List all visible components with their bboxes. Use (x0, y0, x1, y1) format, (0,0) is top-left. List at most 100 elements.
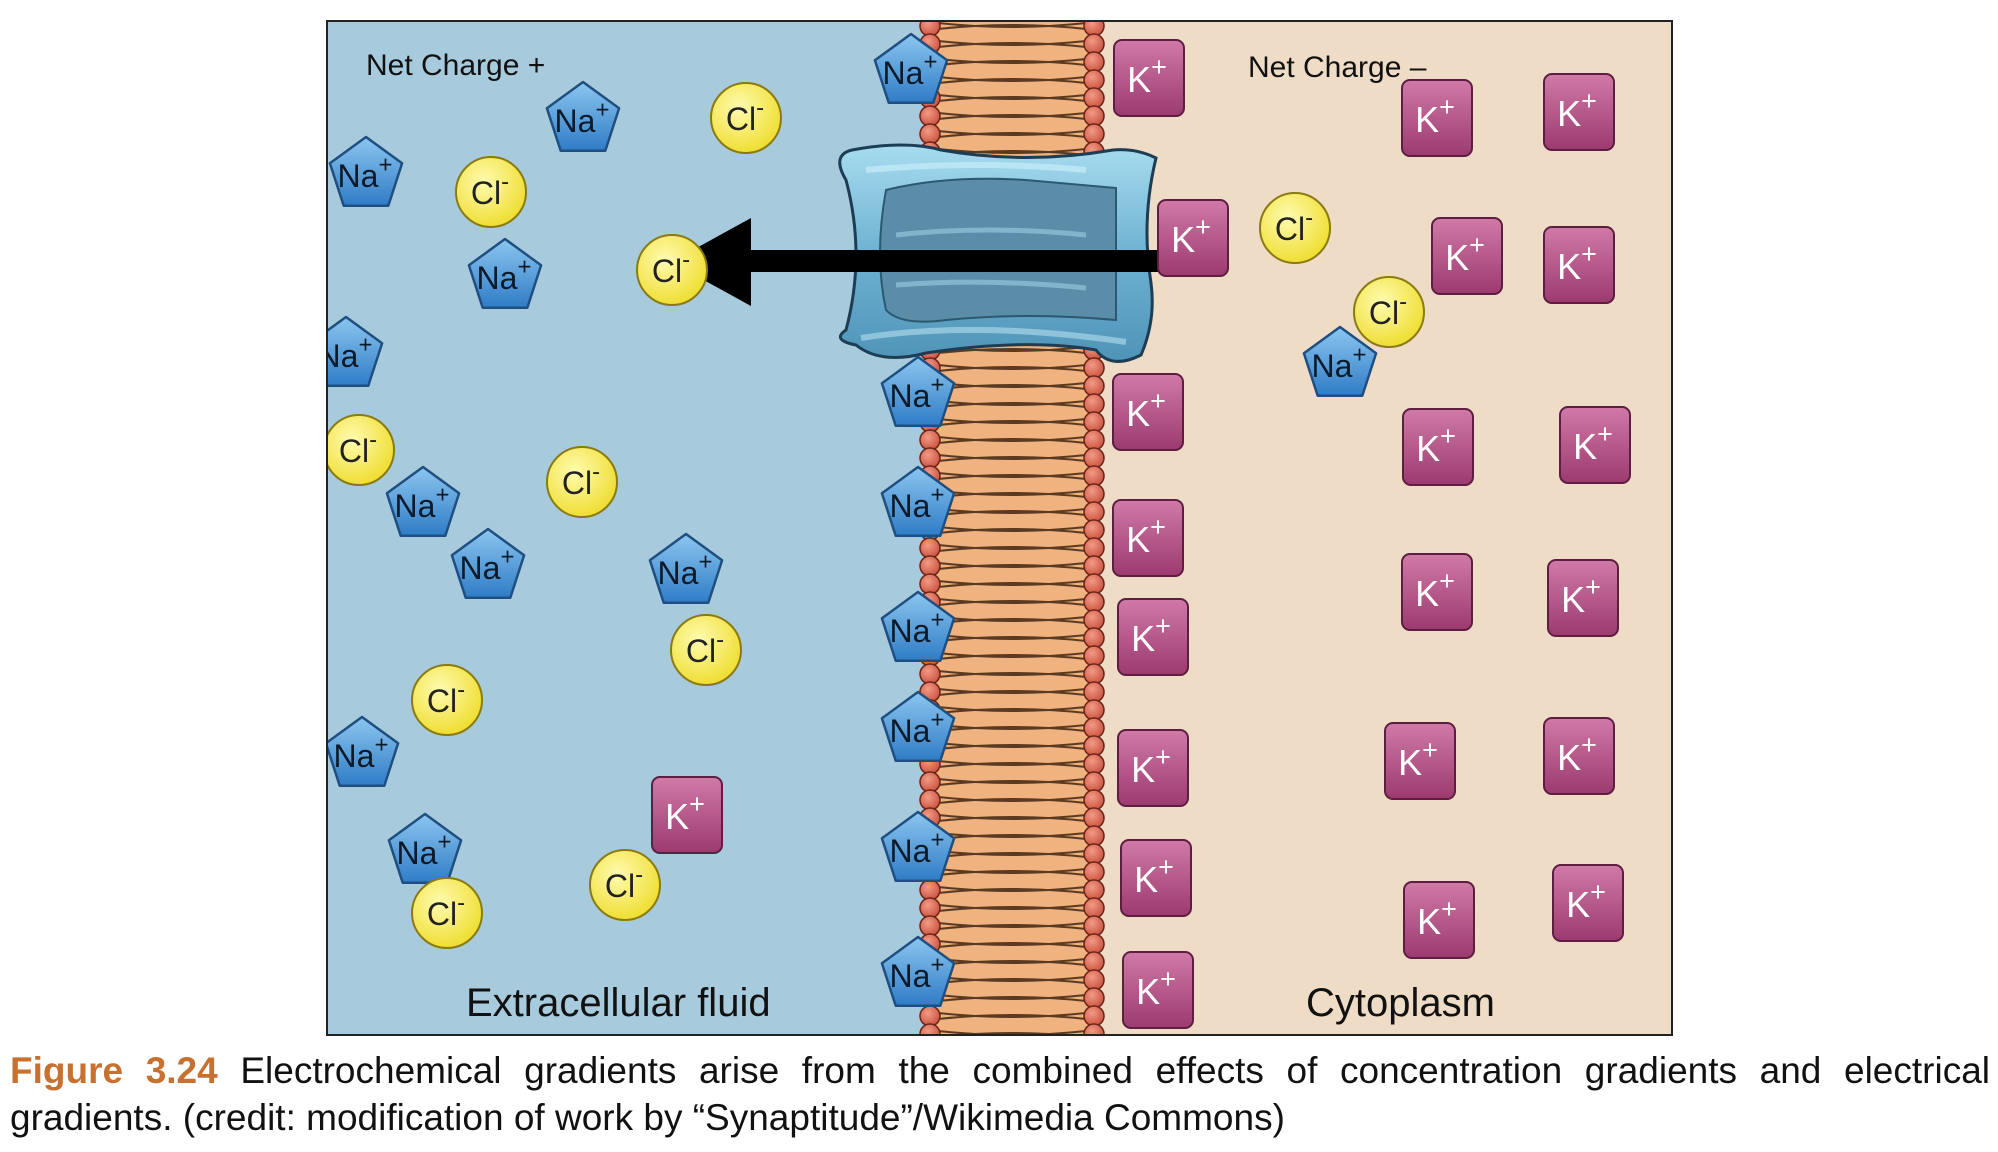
net-charge-positive-label: Net Charge + (366, 49, 545, 82)
phospholipid-head (919, 879, 941, 901)
potassium-ion-icon: K+ (1112, 373, 1184, 451)
phospholipid-head (1083, 411, 1105, 433)
phospholipid-head (1083, 393, 1105, 415)
phospholipid-head (1083, 357, 1105, 379)
sodium-ion-icon: Na+ (648, 532, 724, 604)
phospholipid-head (1083, 447, 1105, 469)
potassium-ion-icon: K+ (1122, 951, 1194, 1029)
svg-text:K+: K+ (1557, 86, 1597, 134)
svg-text:Na+: Na+ (658, 549, 713, 591)
phospholipid-head (919, 555, 941, 577)
svg-text:Na+: Na+ (890, 952, 945, 994)
phospholipid-head (1083, 807, 1105, 829)
svg-text:K+: K+ (1127, 52, 1167, 100)
phospholipid-head (1083, 573, 1105, 595)
sodium-ion-icon: Na+ (326, 315, 384, 387)
phospholipid-head (1083, 465, 1105, 487)
potassium-ion-icon: K+ (651, 776, 723, 854)
sodium-ion-icon: Na+ (873, 32, 949, 104)
svg-text:Cl-: Cl- (605, 862, 643, 904)
svg-text:Na+: Na+ (397, 829, 452, 871)
sodium-ion-icon: Na+ (328, 135, 404, 207)
svg-text:K+: K+ (1557, 239, 1597, 287)
phospholipid-head (919, 429, 941, 451)
phospholipid-head (1083, 825, 1105, 847)
phospholipid-head (919, 771, 941, 793)
potassium-ion-icon: K+ (1547, 559, 1619, 637)
sodium-ion-icon: Na+ (450, 527, 526, 599)
chloride-ion-icon: Cl- (411, 877, 483, 949)
phospholipid-head (919, 897, 941, 919)
phospholipid-head (919, 789, 941, 811)
svg-text:Cl-: Cl- (427, 890, 465, 932)
svg-text:K+: K+ (1557, 730, 1597, 778)
svg-text:Na+: Na+ (890, 482, 945, 524)
phospholipid-head (1083, 699, 1105, 721)
phospholipid-head (1083, 591, 1105, 613)
svg-text:Na+: Na+ (890, 372, 945, 414)
potassium-ion-icon: K+ (1120, 839, 1192, 917)
svg-text:Na+: Na+ (326, 332, 372, 374)
potassium-ion-icon: K+ (1431, 217, 1503, 295)
phospholipid-head (1083, 915, 1105, 937)
svg-text:K+: K+ (1136, 964, 1176, 1012)
phospholipid-head (1083, 501, 1105, 523)
svg-text:Cl-: Cl- (562, 459, 600, 501)
svg-text:K+: K+ (665, 789, 705, 837)
svg-text:K+: K+ (1398, 735, 1438, 783)
caption-text: Electrochemical gradients arise from the… (10, 1050, 1991, 1138)
potassium-ion-icon: K+ (1384, 722, 1456, 800)
sodium-ion-icon: Na+ (467, 237, 543, 309)
svg-text:Na+: Na+ (890, 827, 945, 869)
phospholipid-head (1083, 663, 1105, 685)
svg-text:K+: K+ (1415, 92, 1455, 140)
phospholipid-head (1083, 951, 1105, 973)
sodium-ion-icon: Na+ (880, 590, 956, 662)
phospholipid-head (1083, 879, 1105, 901)
phospholipid-head (1083, 87, 1105, 109)
phospholipid-head (1083, 897, 1105, 919)
potassium-ion-icon: K+ (1559, 406, 1631, 484)
chloride-ion-icon: Cl- (1259, 192, 1331, 264)
sodium-ion-icon: Na+ (1302, 325, 1378, 397)
phospholipid-head (1083, 51, 1105, 73)
svg-text:K+: K+ (1131, 611, 1171, 659)
svg-text:Cl-: Cl- (1275, 205, 1313, 247)
potassium-ion-icon: K+ (1117, 598, 1189, 676)
svg-text:K+: K+ (1126, 386, 1166, 434)
svg-text:K+: K+ (1566, 877, 1606, 925)
svg-text:K+: K+ (1573, 419, 1613, 467)
phospholipid-head (1083, 375, 1105, 397)
cytoplasm-label: Cytoplasm (1306, 981, 1495, 1025)
svg-text:K+: K+ (1561, 572, 1601, 620)
svg-text:K+: K+ (1415, 566, 1455, 614)
chloride-ion-icon: Cl- (670, 614, 742, 686)
svg-text:Cl-: Cl- (427, 677, 465, 719)
svg-text:K+: K+ (1131, 742, 1171, 790)
svg-text:K+: K+ (1171, 212, 1211, 260)
phospholipid-head (1083, 429, 1105, 451)
phospholipid-head (1083, 483, 1105, 505)
potassium-ion-icon: K+ (1157, 199, 1229, 277)
phospholipid-head (1083, 1005, 1105, 1027)
phospholipid-head (1083, 33, 1105, 55)
svg-text:K+: K+ (1134, 852, 1174, 900)
phospholipid-head (1083, 771, 1105, 793)
phospholipid-head (1083, 987, 1105, 1009)
sodium-ion-icon: Na+ (387, 812, 463, 884)
sodium-ion-icon: Na+ (880, 935, 956, 1007)
phospholipid-head (1083, 69, 1105, 91)
chloride-ion-icon: Cl- (455, 156, 527, 228)
potassium-ion-icon: K+ (1112, 499, 1184, 577)
phospholipid-head (1083, 555, 1105, 577)
sodium-ion-icon: Na+ (326, 715, 400, 787)
potassium-ion-icon: K+ (1401, 79, 1473, 157)
phospholipid-head (1083, 843, 1105, 865)
potassium-ion-icon: K+ (1552, 864, 1624, 942)
chloride-ion-icon: Cl- (710, 82, 782, 154)
phospholipid-head (919, 537, 941, 559)
potassium-ion-icon: K+ (1543, 717, 1615, 795)
sodium-ion-icon: Na+ (385, 465, 461, 537)
svg-text:Na+: Na+ (555, 97, 610, 139)
figure-caption: Figure 3.24 Electrochemical gradients ar… (10, 1047, 1990, 1141)
